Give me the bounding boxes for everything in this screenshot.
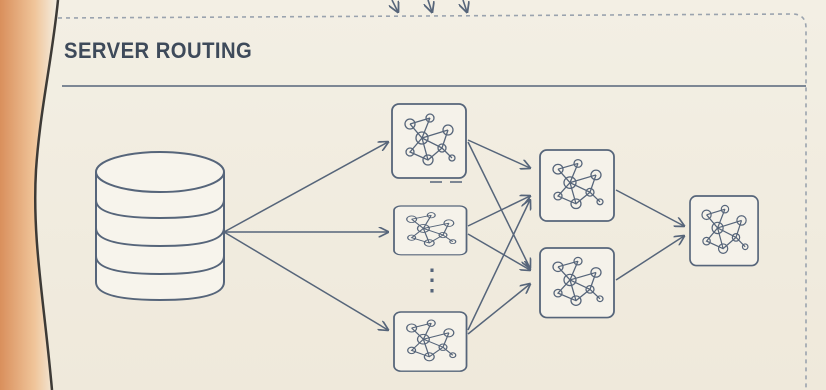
ellipsis-vertical: ⋮ xyxy=(417,264,447,297)
graph-node-stage1-top xyxy=(391,103,467,183)
panel-title: SERVER ROUTING xyxy=(64,38,253,63)
graph-node-stage1-middle xyxy=(393,205,468,256)
panel-border xyxy=(57,13,807,390)
database-icon xyxy=(95,151,225,302)
graph-node-stage1-bottom xyxy=(393,311,468,373)
top-input-arrows xyxy=(392,0,467,12)
graph-node-stage2-bottom xyxy=(539,247,615,319)
connection-arrows xyxy=(223,139,684,335)
graph-node-stage2-top xyxy=(539,149,615,222)
left-edge-accent xyxy=(0,0,60,390)
graph-node-output xyxy=(689,195,759,267)
